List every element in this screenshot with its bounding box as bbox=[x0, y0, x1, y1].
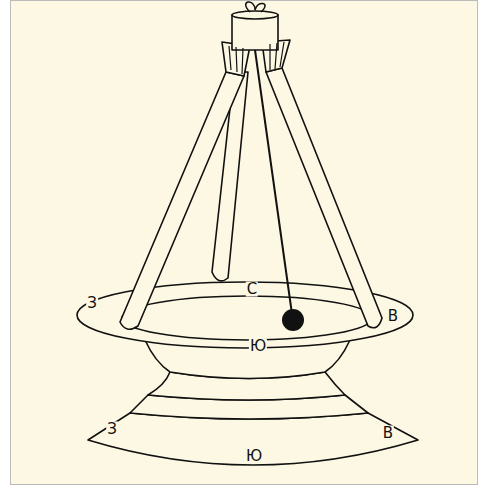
stand-direction: З bbox=[106, 422, 118, 437]
cork bbox=[232, 15, 278, 50]
plate-direction: З bbox=[86, 296, 98, 311]
plate-direction: В bbox=[387, 309, 399, 324]
fork-tines bbox=[229, 46, 243, 74]
fork-tines bbox=[270, 42, 284, 70]
plate-direction: Ю bbox=[249, 339, 267, 354]
left-fork bbox=[120, 72, 244, 329]
stand-direction: Ю bbox=[245, 449, 263, 464]
frame bbox=[11, 1, 478, 485]
pendulum-bob bbox=[282, 309, 304, 331]
pendulum-string bbox=[255, 50, 292, 314]
cork-top bbox=[232, 11, 278, 19]
right-fork bbox=[266, 68, 382, 328]
stand-base bbox=[88, 413, 418, 465]
plate-direction: С bbox=[246, 282, 258, 297]
wire-loop bbox=[246, 2, 265, 12]
stand-direction: В bbox=[382, 426, 394, 441]
plate-well bbox=[122, 296, 372, 340]
